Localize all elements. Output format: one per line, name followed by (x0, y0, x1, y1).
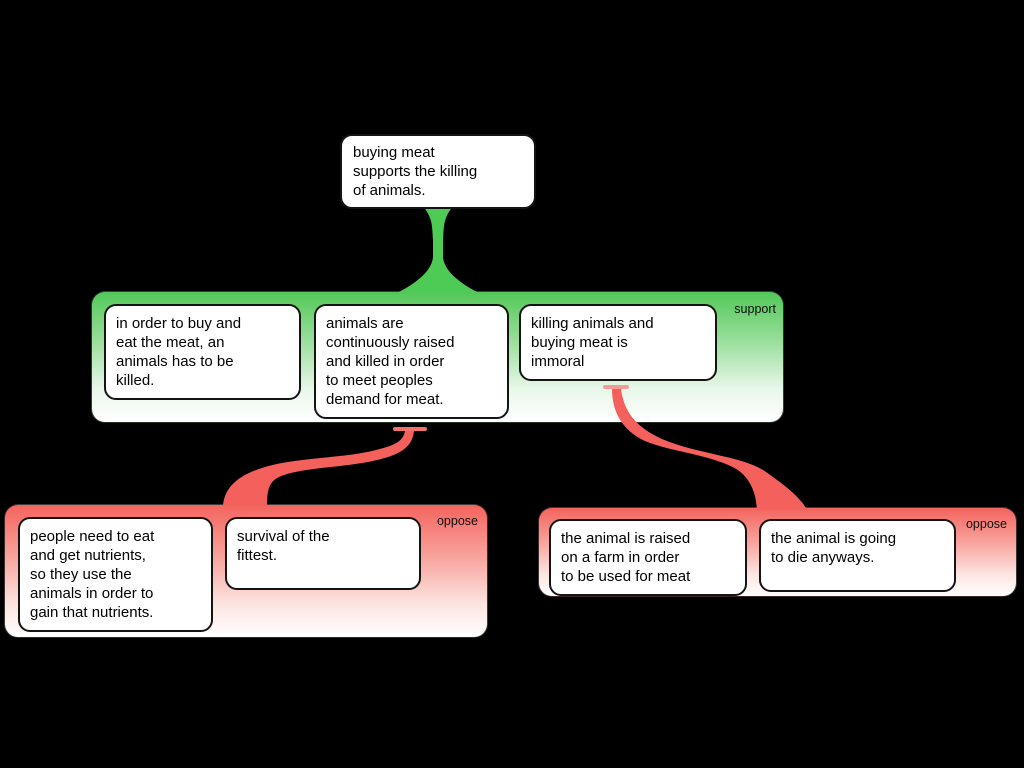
statement-text: survival of the fittest. (237, 528, 330, 564)
statement-text: the animal is going to die anyways. (771, 530, 897, 566)
statement-box-oppose-left-1[interactable]: people need to eat and get nutrients, so… (18, 517, 213, 632)
statement-box-oppose-left-2[interactable]: survival of the fittest. (225, 517, 421, 590)
statement-box-support-1[interactable]: in order to buy and eat the meat, an ani… (104, 304, 301, 400)
oppose-group-left-label: oppose (436, 514, 478, 528)
oppose-group-right[interactable]: oppose the animal is raised on a farm in… (538, 507, 1017, 597)
claim-box[interactable]: buying meat supports the killing of anim… (340, 134, 536, 209)
statement-text: the animal is raised on a farm in order … (561, 530, 691, 585)
statement-text: animals are continuously raised and kill… (326, 315, 455, 408)
oppose-group-left[interactable]: oppose people need to eat and get nutrie… (4, 504, 488, 638)
statement-box-support-2[interactable]: animals are continuously raised and kill… (314, 304, 509, 419)
oppose-left-connector (223, 431, 414, 506)
statement-text: people need to eat and get nutrients, so… (30, 528, 155, 621)
statement-box-oppose-right-1[interactable]: the animal is raised on a farm in order … (549, 519, 747, 596)
support-connector (399, 204, 477, 292)
statement-box-oppose-right-2[interactable]: the animal is going to die anyways. (759, 519, 956, 592)
support-group[interactable]: support in order to buy and eat the meat… (91, 291, 784, 423)
statement-text: killing animals and buying meat is immor… (531, 315, 654, 370)
oppose-anchor-bar-left (393, 427, 427, 431)
oppose-group-right-label: oppose (965, 517, 1007, 531)
support-group-label: support (734, 302, 776, 316)
statement-text: in order to buy and eat the meat, an ani… (116, 315, 242, 389)
claim-text: buying meat supports the killing of anim… (353, 144, 478, 199)
statement-box-support-3[interactable]: killing animals and buying meat is immor… (519, 304, 717, 381)
